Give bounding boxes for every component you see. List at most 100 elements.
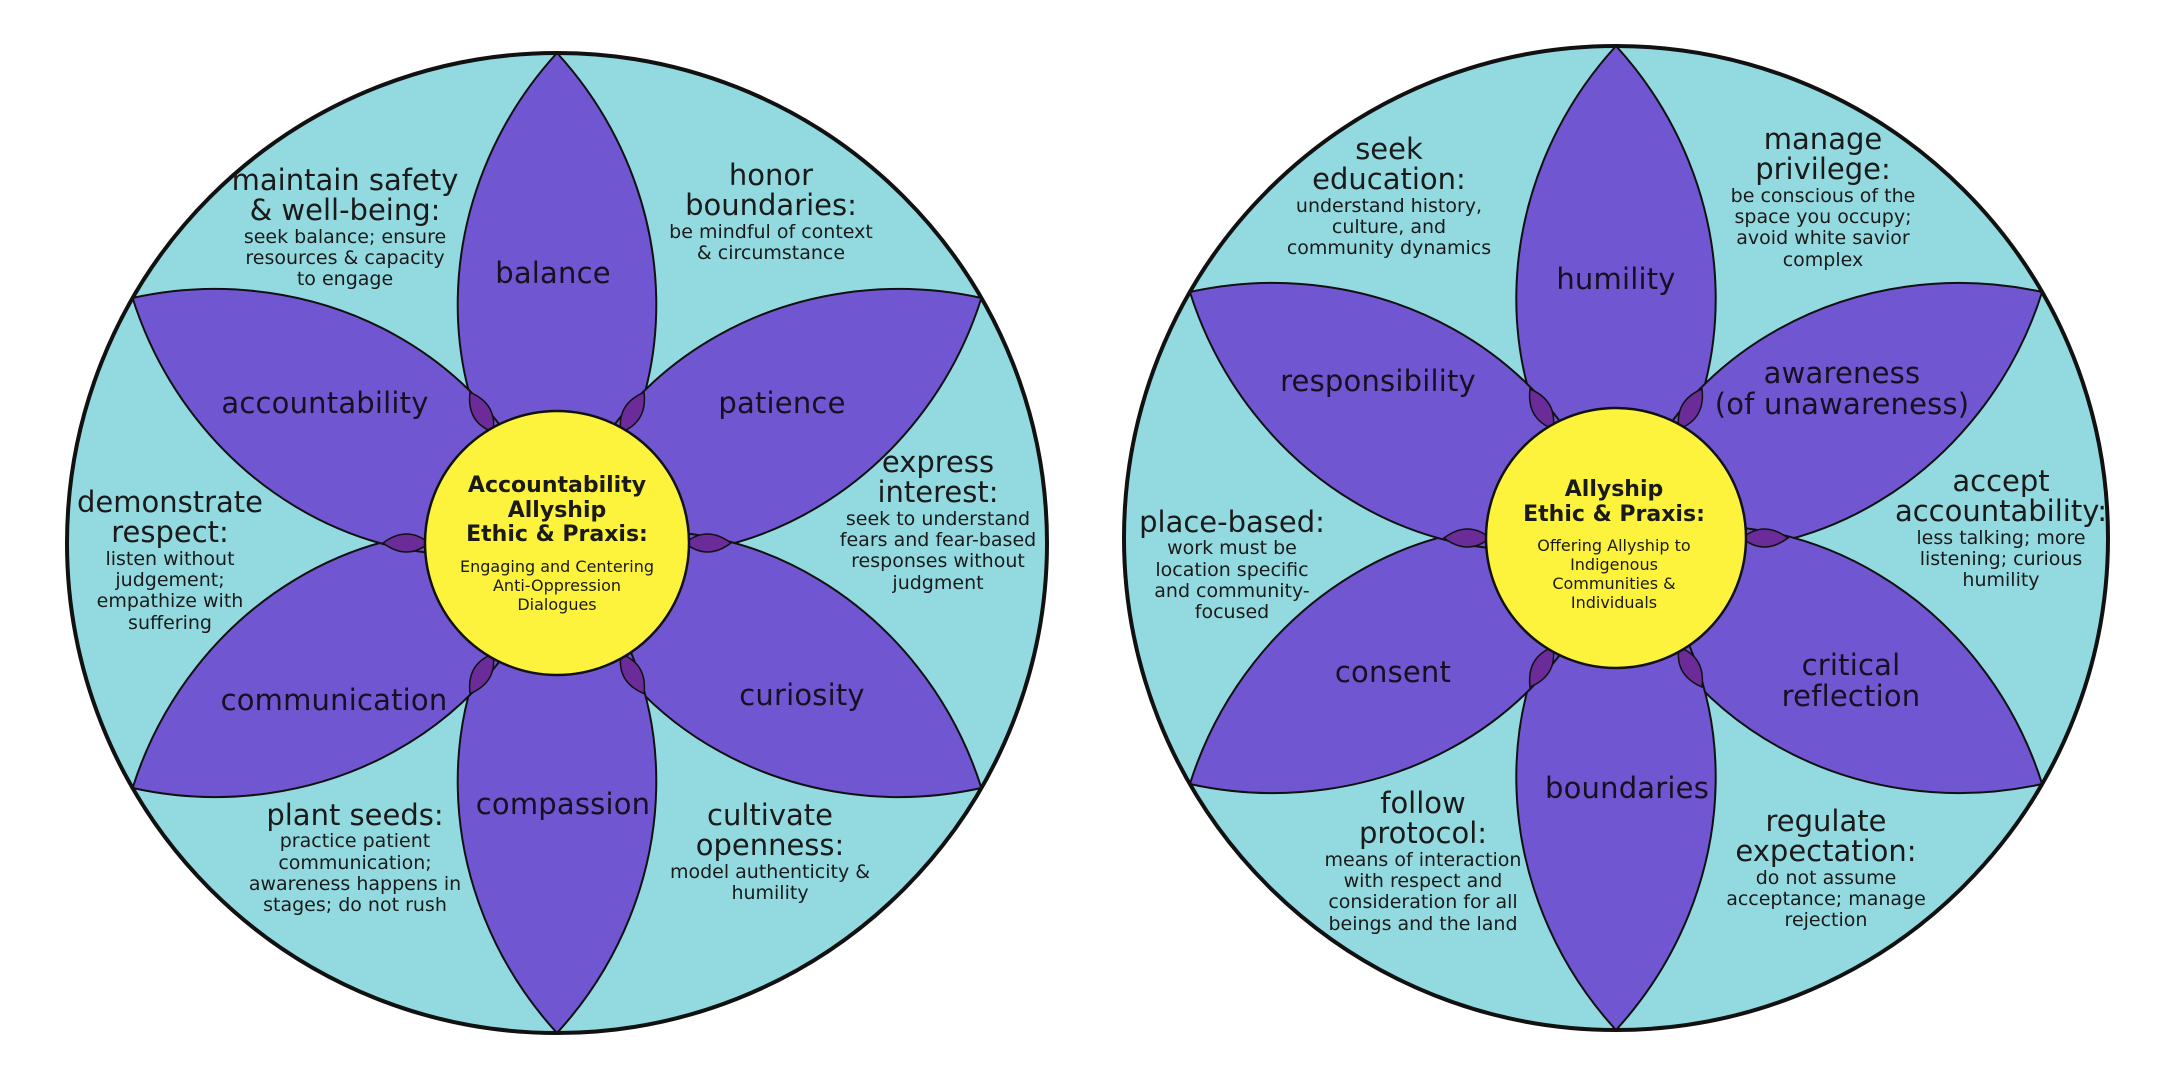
region-body: space you occupy;: [1734, 206, 1912, 229]
petal-label-humility: humility: [1556, 262, 1676, 296]
center-title: Ethic & Praxis:: [1523, 501, 1705, 527]
center-disc: [1484, 406, 1748, 670]
region-maintain-safety: maintain safety& well-being: seek balanc…: [232, 165, 459, 291]
petal-label-line: reflection: [1781, 679, 1921, 714]
region-body: community dynamics: [1286, 237, 1492, 260]
petal-overlap-wedge: [1677, 387, 1704, 430]
center-subtitle: Anti-Oppression: [492, 575, 622, 595]
petal-label-balance: balance: [495, 256, 611, 290]
region-body: seek to understand: [845, 507, 1031, 530]
petal-overlap-wedge: [468, 652, 495, 695]
region-heading: honor: [728, 158, 814, 192]
region-body: seek balance; ensure: [243, 225, 447, 248]
outer-ring: [65, 51, 1049, 1035]
center-title: Allyship: [1564, 477, 1664, 502]
region-heading: accept: [1952, 464, 2050, 498]
region-heading: regulate: [1765, 804, 1887, 838]
region-body: listening; curious: [1919, 548, 2083, 571]
region-heading: accountability:: [1894, 494, 2108, 529]
region-body: awareness happens in: [248, 872, 462, 895]
region-body: beings and the land: [1328, 912, 1518, 935]
region-body: be mindful of context: [669, 220, 873, 243]
petal-overlap-wedge: [683, 533, 733, 553]
region-heading: interest:: [877, 475, 999, 510]
center-disc: [423, 409, 691, 677]
region-heading: respect:: [111, 515, 229, 550]
region-heading: cultivate: [707, 798, 833, 832]
region-body: resources & capacity: [245, 247, 445, 270]
petal-overlap-wedge: [1528, 646, 1555, 689]
petal-label-awareness: awareness (of unawareness): [1714, 357, 1970, 422]
region-heading: plant seeds:: [266, 798, 444, 832]
center-subtitle: Offering Allyship to: [1537, 536, 1691, 556]
center-title: Accountability: [467, 473, 647, 498]
region-heading: maintain safety: [231, 163, 459, 197]
center-title: Allyship: [507, 497, 607, 523]
region-body: stages; do not rush: [263, 894, 447, 917]
region-body: with respect and: [1343, 870, 1503, 893]
center-subtitle: Individuals: [1570, 592, 1658, 612]
region-body: understand history,: [1295, 194, 1483, 217]
region-body: humility: [1962, 569, 2040, 592]
petal-overlap-wedge: [1528, 387, 1555, 430]
region-body: empathize with: [96, 590, 244, 613]
region-heading: protocol:: [1358, 816, 1488, 851]
region-heading: demonstrate: [76, 485, 264, 519]
region-body: fears and fear-based: [839, 529, 1037, 552]
petal-overlap-wedge: [381, 533, 431, 553]
center-subtitle: Engaging and Centering: [460, 556, 654, 576]
region-body: rejection: [1784, 909, 1868, 932]
petal-overlap-wedge: [1442, 528, 1492, 548]
region-heading: manage: [1763, 122, 1883, 156]
region-heading: place-based:: [1139, 505, 1325, 539]
center-subtitle: Communities &: [1552, 574, 1676, 593]
region-body: acceptance; manage: [1726, 888, 1926, 911]
region-heading: seek: [1355, 132, 1423, 166]
center-title: Ethic & Praxis:: [466, 522, 648, 548]
region-body: model authenticity &: [669, 860, 871, 883]
region-body: be conscious of the: [1730, 184, 1916, 207]
region-body: communication;: [278, 851, 432, 874]
region-body: and community-: [1154, 579, 1310, 602]
region-body: means of interaction: [1324, 848, 1522, 871]
region-body: consideration for all: [1328, 891, 1518, 914]
region-heading: privilege:: [1755, 152, 1891, 187]
region-body: do not assume: [1755, 866, 1897, 889]
region-heading: & well-being:: [249, 193, 441, 228]
region-body: avoid white savior: [1736, 227, 1910, 250]
petal-label-compassion: compassion: [475, 787, 651, 821]
petal-label-responsibility: responsibility: [1280, 364, 1476, 398]
region-body: & circumstance: [696, 242, 846, 265]
flower-indigenous-allyship: [1122, 44, 2110, 1032]
region-heading: follow: [1380, 786, 1466, 820]
petal-overlap-wedge: [1677, 646, 1704, 689]
region-body: work must be: [1167, 537, 1297, 560]
region-body: listen without: [105, 547, 235, 570]
petal-label-accountability: accountability: [221, 386, 429, 420]
region-heading: express: [881, 445, 995, 479]
petal-overlap-wedge: [619, 391, 646, 434]
region-body: judgment: [892, 571, 984, 594]
region-body: humility: [731, 882, 809, 905]
center-subtitle: Indigenous: [1570, 555, 1658, 575]
petal-label-line: (of unawareness): [1714, 387, 1970, 422]
petal-label-critical-reflection: critical reflection: [1781, 649, 1921, 714]
region-body: location specific: [1155, 558, 1309, 581]
region-heading: openness:: [695, 828, 845, 863]
petal-overlap-wedge: [468, 391, 495, 434]
petal-label-communication: communication: [220, 683, 448, 717]
outer-ring: [1122, 44, 2110, 1032]
petal-overlap-wedge: [619, 652, 646, 695]
